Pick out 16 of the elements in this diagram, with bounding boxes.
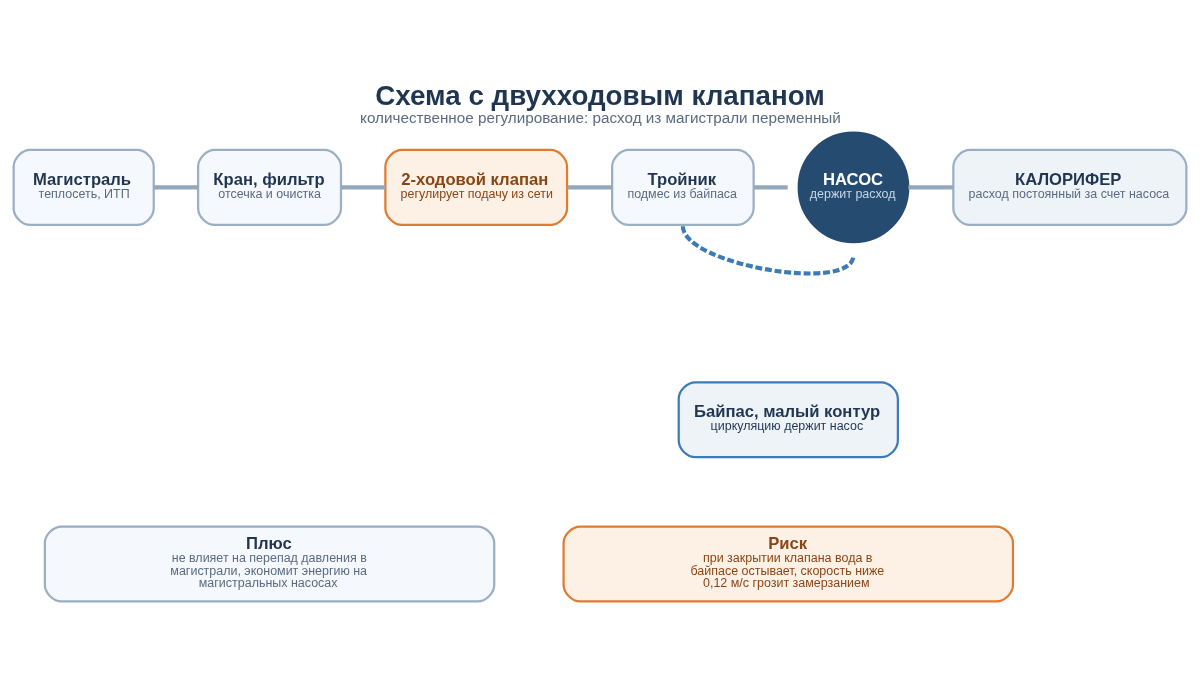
connector — [680, 225, 856, 276]
node-box: Риск при закрытии клапана вода в байпасе остывает, скорость ниже 0,12 м/с грозит замерзанием — [562, 525, 1015, 603]
connector — [753, 185, 788, 190]
connector — [153, 185, 199, 190]
connector — [341, 185, 386, 190]
node-box: Плюс не влияет на перепад давления в магистрали, экономит энергию на магистральных насосах — [43, 525, 496, 603]
node-box: Кран, фильтр отсечка и очистка — [197, 148, 343, 226]
node-box: Байпас, малый контур циркуляцию держит насос — [677, 381, 899, 459]
connector — [908, 185, 954, 190]
node-box: 2-ходовой клапан регулирует подачу из сети — [384, 148, 569, 226]
diagram-title: Схема с двухходовым клапаном — [375, 79, 825, 111]
node-box: Тройник подмес из байпаса — [611, 148, 755, 226]
node-box: Магистраль теплосеть, ИТП — [12, 148, 155, 226]
node-box: КАЛОРИФЕР расход постоянный за счет насоса — [952, 148, 1188, 226]
node-circle: НАСОС держит расход — [797, 131, 910, 244]
connector — [567, 185, 613, 190]
